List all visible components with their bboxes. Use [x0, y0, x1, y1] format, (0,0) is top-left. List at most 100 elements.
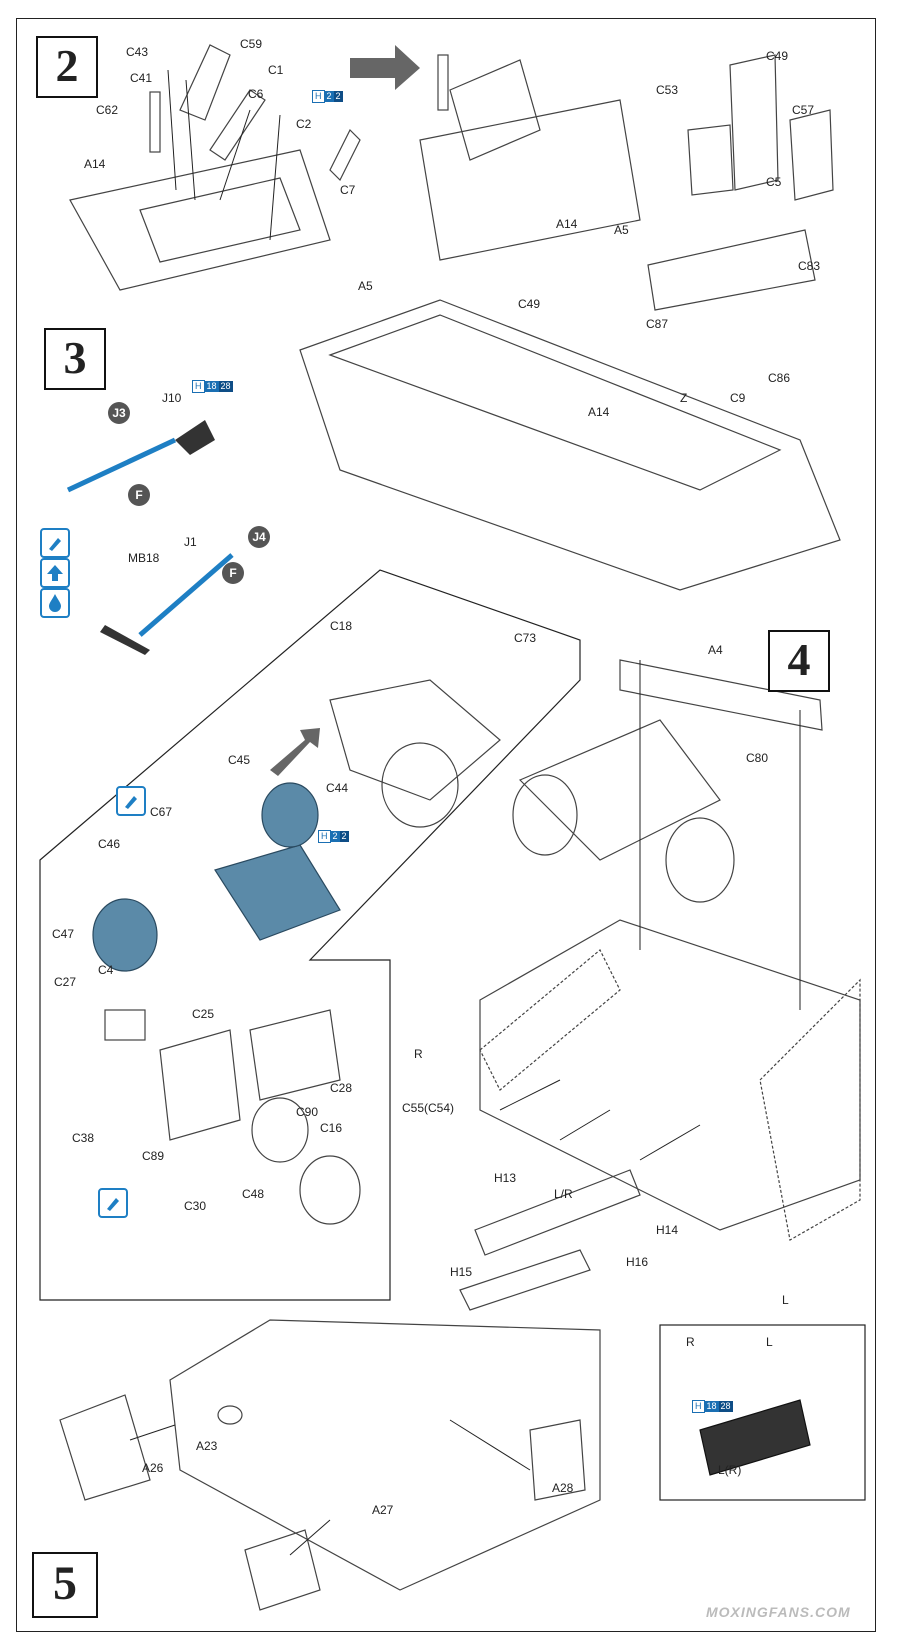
- part-label: C7: [340, 183, 356, 197]
- watermark: MOXINGFANS.COM: [706, 1604, 851, 1620]
- part-label: H16: [626, 1255, 649, 1269]
- glue-icon: [40, 588, 70, 618]
- step2-result-arrow: [350, 45, 420, 90]
- part-label: C9: [730, 391, 746, 405]
- part-label: C48: [242, 1187, 265, 1201]
- plate-c57: [789, 109, 834, 201]
- step-3-box: 3: [44, 328, 106, 390]
- part-label: A23: [196, 1439, 218, 1453]
- part-label: L(R): [718, 1463, 742, 1477]
- part-label: A28: [552, 1481, 574, 1495]
- part-label: C45: [228, 753, 251, 767]
- hatch-a23: [217, 1405, 243, 1425]
- part-label: MB18: [128, 551, 160, 565]
- part-c90: [249, 1009, 341, 1101]
- part-label: C83: [798, 259, 821, 273]
- box-c49: [729, 54, 779, 191]
- part-label: A14: [84, 157, 106, 171]
- part-label: C4: [98, 963, 114, 977]
- reference-marker-f: F: [222, 562, 244, 584]
- part-label: C62: [96, 103, 119, 117]
- part-label: A5: [614, 223, 629, 237]
- wheel-step4-left: [512, 774, 578, 856]
- part-label: C30: [184, 1199, 207, 1213]
- plate-a5: [647, 229, 816, 311]
- engine-upper: [329, 679, 501, 801]
- upward-icon: [40, 558, 70, 588]
- pickaxe-head-mb18: [100, 625, 150, 655]
- hull-floor-step2: [69, 149, 331, 291]
- seat-c6: [209, 89, 266, 161]
- part-label: C47: [52, 927, 75, 941]
- part-result-tube: [437, 54, 449, 111]
- part-c89: [159, 1029, 241, 1141]
- part-label: C1: [268, 63, 284, 77]
- part-label: C55(C54): [402, 1101, 455, 1115]
- part-label: A14: [556, 217, 578, 231]
- part-label: J1: [184, 535, 197, 549]
- part-c4: [104, 1009, 146, 1041]
- rail-a4: [619, 659, 823, 731]
- part-label: H14: [656, 1223, 679, 1237]
- part-label: C59: [240, 37, 263, 51]
- step-2-box: 2: [36, 36, 98, 98]
- track-step5-a26: [59, 1394, 151, 1501]
- part-label: C28: [330, 1081, 353, 1095]
- part-label: C46: [98, 837, 121, 851]
- track-inset-frame: [659, 1324, 866, 1501]
- part-label: A27: [372, 1503, 394, 1517]
- track-left: [479, 949, 621, 1091]
- part-label: R: [686, 1335, 695, 1349]
- paint-icon: [116, 786, 146, 816]
- instruction-sheet-frame: [16, 18, 876, 1632]
- wheel-c45: [261, 782, 319, 848]
- part-c7: [329, 128, 361, 182]
- part-label: A14: [588, 405, 610, 419]
- part-label: R: [414, 1047, 423, 1061]
- hull-step3: [299, 299, 841, 591]
- hull-step4: [479, 919, 861, 1231]
- part-label: C86: [768, 371, 791, 385]
- part-label: C57: [792, 103, 815, 117]
- pickaxe-shaft-j1: [138, 553, 234, 637]
- part-label: L: [766, 1335, 773, 1349]
- floor-detail-step2: [139, 177, 301, 263]
- part-label: C43: [126, 45, 149, 59]
- part-label: C90: [296, 1105, 319, 1119]
- reference-marker-j4: J4: [248, 526, 270, 548]
- step4-detail-arrow: [270, 728, 320, 776]
- wheel-step4-right: [665, 817, 735, 903]
- part-label: C87: [646, 317, 669, 331]
- part-label: C6: [248, 87, 264, 101]
- part-label: C49: [518, 297, 541, 311]
- part-label: H13: [494, 1171, 517, 1185]
- bar-h15: [459, 1249, 591, 1311]
- part-label: A4: [708, 643, 723, 657]
- part-label: L: [782, 1293, 789, 1307]
- part-label: A26: [142, 1461, 164, 1475]
- part-label: Z: [680, 391, 688, 405]
- part-label: C44: [326, 781, 349, 795]
- part-label: C16: [320, 1121, 343, 1135]
- part-label: C73: [514, 631, 537, 645]
- plate-c53: [687, 124, 734, 196]
- part-label: C25: [192, 1007, 215, 1021]
- part-label: C67: [150, 805, 173, 819]
- bumper-h16: [474, 1169, 641, 1256]
- part-c48: [251, 1097, 309, 1163]
- part-label: C89: [142, 1149, 165, 1163]
- part-c16: [299, 1155, 361, 1225]
- engine-step4: [518, 719, 721, 861]
- paint-icon: [40, 528, 70, 558]
- part-label: L/R: [554, 1187, 573, 1201]
- track-right: [759, 978, 861, 1241]
- part-label: C80: [746, 751, 769, 765]
- wheel-upper: [381, 742, 459, 828]
- step-5-box: 5: [32, 1552, 98, 1618]
- part-label: A5: [358, 279, 373, 293]
